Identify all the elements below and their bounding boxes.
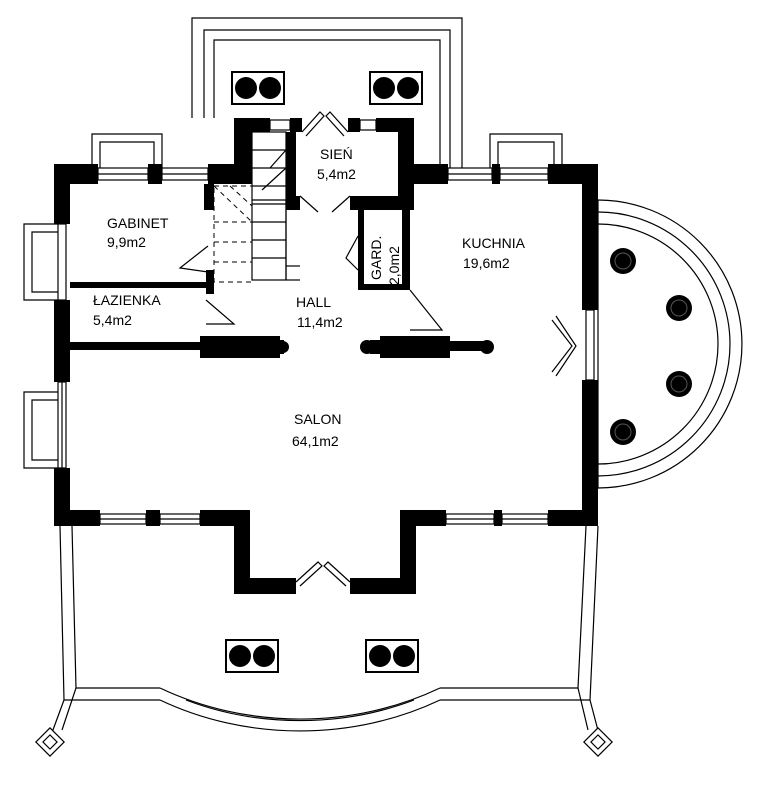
- room-area: 11,4m2: [297, 314, 343, 330]
- right-semicircular-terrace: [597, 199, 743, 489]
- room-area: 19,6m2: [463, 255, 510, 271]
- corner-post-left: [35, 727, 65, 757]
- walls: [54, 118, 598, 594]
- corner-post-right: [583, 727, 613, 757]
- windows: [57, 119, 595, 525]
- room-label-gard: GARD. 2,0m2: [368, 236, 402, 285]
- double-column-icon: [369, 71, 423, 105]
- room-name: ŁAZIENKA: [93, 292, 161, 308]
- room-label-sien: SIEŃ 5,4m2: [317, 146, 356, 182]
- bottom-terrace: [35, 525, 613, 757]
- double-column-icon: [365, 639, 419, 673]
- bay-window-left-upper: [23, 223, 60, 301]
- doors: [178, 111, 577, 587]
- room-area: 2,0m2: [386, 246, 402, 285]
- room-area: 64,1m2: [292, 433, 339, 449]
- column-icon: [610, 248, 636, 274]
- column-icon: [666, 371, 692, 397]
- column-icon: [610, 419, 636, 445]
- room-name: GABINET: [107, 215, 169, 231]
- room-label-hall: HALL 11,4m2: [296, 294, 343, 330]
- column-icon: [666, 295, 692, 321]
- room-area: 5,4m2: [317, 166, 356, 182]
- bay-window-kuchnia: [489, 133, 563, 170]
- room-name: GARD.: [368, 236, 384, 280]
- staircase: [213, 131, 300, 283]
- bay-window-gabinet: [91, 133, 163, 170]
- room-area: 5,4m2: [93, 312, 132, 328]
- bay-window-left-lower: [23, 391, 60, 469]
- room-area: 9,9m2: [107, 234, 146, 250]
- double-column-icon: [225, 639, 279, 673]
- room-name: HALL: [296, 294, 331, 310]
- entrance-porch: [191, 17, 463, 170]
- room-name: KUCHNIA: [462, 235, 526, 251]
- room-label-gabinet: GABINET 9,9m2: [107, 215, 169, 250]
- double-column-icon: [231, 71, 285, 105]
- room-label-lazienka: ŁAZIENKA 5,4m2: [93, 292, 161, 328]
- room-name: SIEŃ: [320, 146, 353, 162]
- room-label-kuchnia: KUCHNIA 19,6m2: [462, 235, 526, 271]
- room-name: SALON: [294, 411, 341, 427]
- room-label-salon: SALON 64,1m2: [292, 411, 341, 449]
